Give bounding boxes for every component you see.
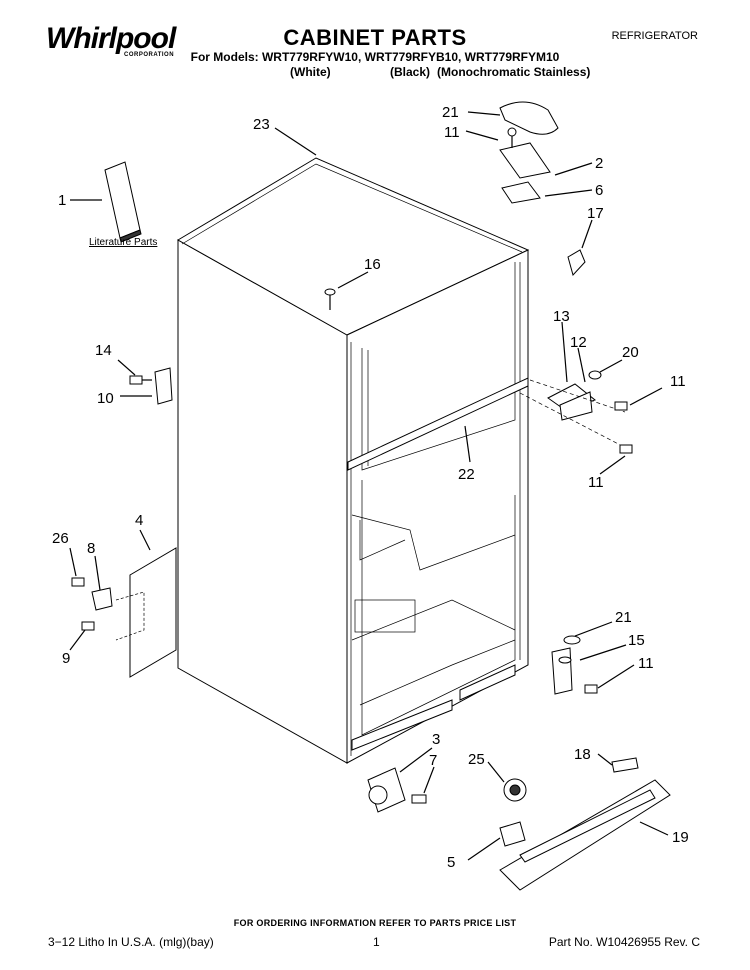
variant-black: (Black) — [390, 65, 431, 79]
part-center-hinge — [519, 370, 633, 454]
variant-white: (White) — [290, 65, 331, 79]
callout-1: 1 — [58, 192, 67, 209]
callout-24: 23 — [253, 116, 270, 133]
callout-18: 17 — [587, 205, 604, 222]
litho-info: 3−12 Litho In U.S.A. (mlg)(bay) — [48, 935, 214, 949]
part-base-grille — [499, 757, 671, 891]
whirlpool-logo: Whirlpool CORPORATION — [46, 22, 176, 58]
cabinet-body — [177, 157, 530, 764]
page-title: CABINET PARTS — [283, 25, 467, 50]
callout-14: 14 — [95, 342, 112, 359]
callout-16: 18 — [574, 746, 591, 763]
callout-20: 20 — [622, 344, 639, 361]
leader-lines — [69, 111, 669, 861]
literature-parts-label: Literature Parts — [89, 237, 158, 248]
callout-6: 6 — [595, 182, 604, 199]
part-screw-17 — [324, 288, 336, 310]
part-literature — [104, 161, 142, 243]
callout-19: 19 — [672, 829, 689, 846]
callout-2: 2 — [595, 155, 604, 172]
category-label: REFRIGERATOR — [611, 30, 698, 42]
callout-21: 21 — [615, 609, 632, 626]
callout-8: 8 — [87, 540, 96, 557]
callout-9: 9 — [62, 650, 71, 667]
model-list: For Models: WRT779RFYW10, WRT779RFYB10, … — [190, 50, 560, 64]
callout-7: 7 — [429, 752, 438, 769]
callout-12: 12 — [570, 334, 587, 351]
callout-11-mid: 11 — [670, 373, 686, 390]
brand-name: Whirlpool — [46, 22, 176, 55]
page-number: 1 — [373, 935, 380, 949]
callout-10: 10 — [97, 390, 114, 407]
part-side-shield — [71, 547, 177, 678]
callout-25: 25 — [468, 751, 485, 768]
callout-11-low: 11 — [588, 474, 604, 491]
callout-3: 3 — [432, 731, 441, 748]
part-number: Part No. W10426955 Rev. C — [548, 935, 700, 949]
callout-17: 16 — [364, 256, 381, 273]
callout-22: 21 — [442, 104, 459, 121]
brand-sub: CORPORATION — [124, 52, 175, 58]
callout-15: 15 — [628, 632, 645, 649]
part-lower-hinge — [551, 635, 598, 695]
callout-11-top: 11 — [444, 124, 460, 141]
ordering-note: FOR ORDERING INFORMATION REFER TO PARTS … — [233, 918, 517, 928]
callout-13: 13 — [553, 308, 570, 325]
callout-26: 26 — [52, 530, 69, 547]
callout-4: 4 — [135, 512, 144, 529]
callout-23: 22 — [458, 466, 475, 483]
callout-5: 5 — [447, 854, 456, 871]
part-door-stop — [129, 367, 173, 405]
part-top-hinge — [499, 101, 586, 276]
callout-11-bottom: 11 — [638, 655, 654, 672]
variant-stainless: (Monochromatic Stainless) — [437, 65, 591, 79]
part-roller-assembly — [367, 767, 527, 813]
